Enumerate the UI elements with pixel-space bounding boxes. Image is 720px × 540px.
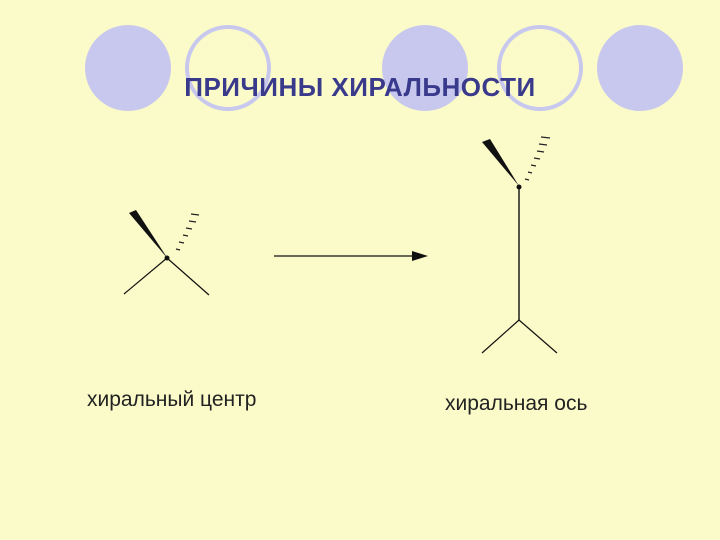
bond-lower-left: [123, 257, 168, 295]
caption-chiral-center: хиральный центр: [87, 388, 257, 411]
chiral-axis-icon: [481, 136, 558, 354]
decor-circle-outline-1: [185, 25, 271, 111]
chiral-center-icon: [123, 210, 210, 296]
dashed-bond-top: [524, 136, 551, 181]
bond-lower-right: [166, 257, 210, 296]
wedge-bond-top: [482, 139, 519, 186]
slide-title: ПРИЧИНЫ ХИРАЛЬНОСТИ: [184, 72, 536, 102]
wedge-bond: [129, 210, 168, 259]
decor-circle-filled-3: [597, 25, 683, 111]
axis-bond-lower-left: [481, 319, 520, 354]
decor-circle-outline-2: [497, 25, 583, 111]
decor-circle-filled-2: [382, 25, 468, 111]
caption-chiral-axis: хиральная ось: [445, 392, 588, 415]
axis-bond-lower-right: [518, 319, 558, 354]
dashed-bond: [175, 213, 200, 251]
right-arrow-icon: [274, 251, 428, 261]
decor-circle-filled-1: [85, 25, 171, 111]
